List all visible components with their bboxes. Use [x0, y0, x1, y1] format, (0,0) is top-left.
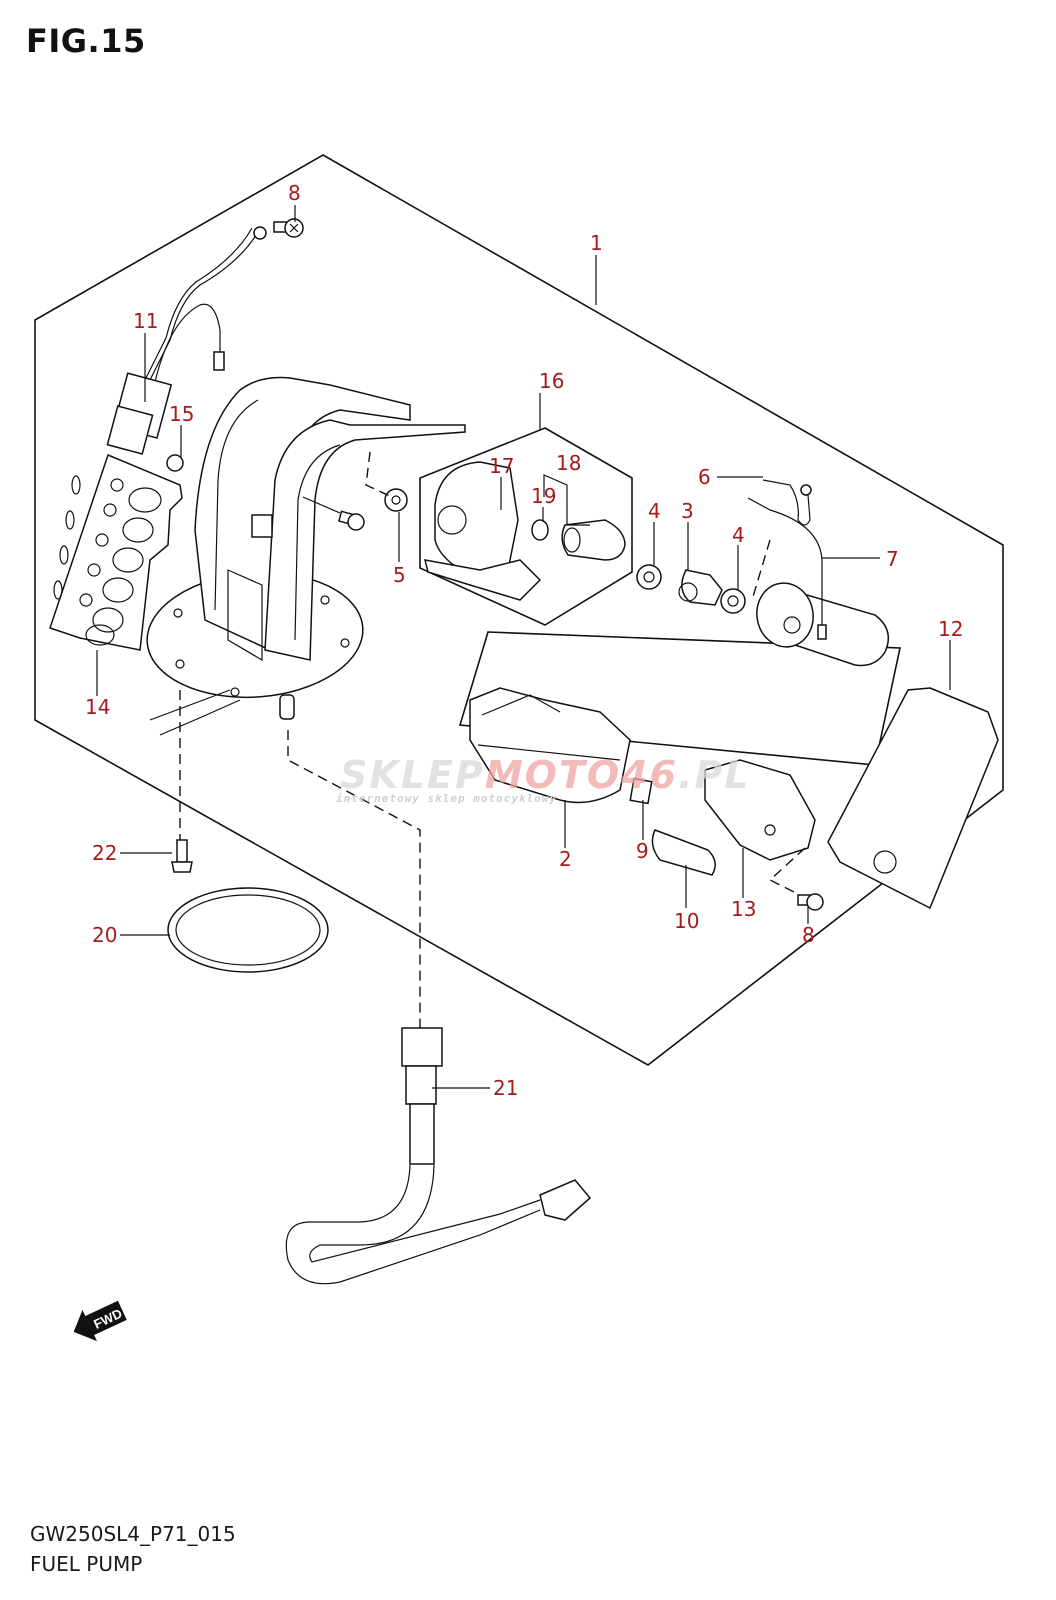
subassembly-outline	[419, 427, 633, 626]
callout-16: 16	[539, 369, 564, 393]
clip-15	[166, 454, 184, 472]
screw-bracket	[302, 496, 365, 531]
callout-6: 6	[698, 465, 711, 489]
callout-9: 9	[636, 839, 649, 863]
callout-4-left: 4	[648, 499, 661, 523]
screw-8-right	[768, 847, 824, 911]
callout-17: 17	[489, 454, 514, 478]
housing-2	[469, 687, 631, 804]
callout-12: 12	[938, 617, 963, 641]
watermark-left: SKLEP	[340, 753, 485, 797]
callout-11: 11	[133, 309, 158, 333]
callout-1: 1	[590, 231, 603, 255]
pump-bracket	[194, 376, 466, 662]
callout-leaders	[96, 205, 951, 1089]
callout-19: 19	[531, 484, 556, 508]
callout-3: 3	[681, 499, 694, 523]
diagram-caption: FUEL PUMP	[30, 1552, 143, 1576]
cover-10	[651, 829, 716, 876]
callout-21: 21	[493, 1076, 518, 1100]
washer-4-right	[720, 588, 746, 614]
regulator-17	[423, 461, 542, 601]
callout-8-top: 8	[288, 181, 301, 205]
fitting-18	[561, 519, 626, 561]
washer-4-left	[636, 564, 662, 590]
dashed-leader-motor	[751, 539, 771, 601]
fuel-hose-21	[285, 1027, 592, 1285]
fwd-arrow-icon: FWD	[73, 1300, 127, 1342]
fitting-3	[678, 569, 723, 606]
screw-8-top	[273, 218, 304, 238]
svg-text:SKLEPMOTO46.PL: SKLEPMOTO46.PL	[340, 753, 751, 797]
callout-10: 10	[674, 909, 699, 933]
wire-6	[762, 479, 812, 526]
callout-14: 14	[85, 695, 110, 719]
callout-22: 22	[92, 841, 117, 865]
perforated-guard-14	[49, 453, 183, 651]
bracket-13	[704, 759, 816, 861]
callout-18: 18	[556, 451, 581, 475]
pump-motor-7	[747, 497, 890, 667]
wire-harness	[106, 226, 267, 455]
dashed-leader-hose	[287, 730, 421, 1028]
watermark-accent: MOTO46	[485, 753, 678, 797]
callout-13: 13	[731, 897, 756, 921]
callout-5: 5	[393, 563, 406, 587]
o-ring-19	[531, 519, 549, 541]
callout-15: 15	[169, 402, 194, 426]
gasket-20	[167, 887, 329, 973]
bolt-22	[171, 839, 193, 873]
clip-9	[629, 777, 653, 805]
callout-2: 2	[559, 847, 572, 871]
callout-4-right: 4	[732, 523, 745, 547]
callout-7: 7	[886, 547, 899, 571]
callout-numbers: 1 2 3 4 4 5 6 7 8 8 9 10 11 12 13 14 15 …	[85, 181, 963, 1100]
washer-5	[365, 451, 408, 512]
watermark-right: .PL	[678, 753, 751, 797]
callout-20: 20	[92, 923, 117, 947]
watermark-sub: internetowy sklep motocyklowy	[336, 792, 557, 805]
diagram-code: GW250SL4_P71_015	[30, 1522, 236, 1546]
watermark: SKLEPMOTO46.PL internetowy sklep motocyk…	[336, 753, 751, 805]
assembly-outline	[34, 154, 1004, 1066]
figure-title: FIG.15	[26, 22, 146, 60]
strainer-12	[827, 687, 999, 910]
callout-8-right: 8	[802, 923, 815, 947]
